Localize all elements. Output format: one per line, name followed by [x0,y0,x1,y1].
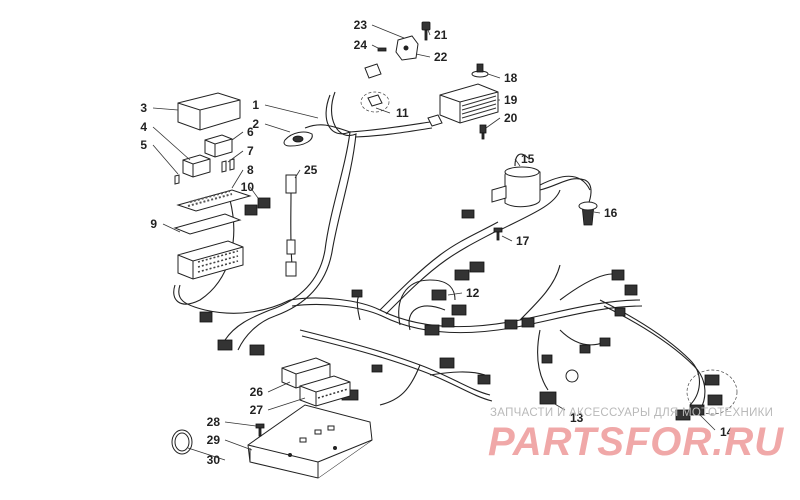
callout-8: 8 [247,163,254,177]
callout-29: 29 [207,433,221,447]
main-harness-wires [173,91,706,411]
callout-30: 30 [207,453,221,467]
part-10-connector [244,197,271,216]
part-29-tray [247,404,373,479]
callout-18: 18 [504,71,518,85]
callout-numbers: 1 2 3 4 5 6 7 8 9 10 11 12 13 14 15 16 1… [140,18,733,467]
callout-4: 4 [140,120,147,134]
callout-5: 5 [140,138,147,152]
part-24-screw [377,47,387,52]
part-6-relay [204,134,233,158]
callout-26: 26 [250,385,264,399]
callout-22: 22 [434,50,448,64]
callout-9: 9 [150,217,157,231]
part-2-grommet [283,131,313,147]
part-22-bracket [395,35,419,61]
part-20-bolt [479,124,487,140]
callout-17: 17 [516,234,530,248]
callout-11: 11 [396,106,409,120]
part-7-fuse [221,158,235,173]
callout-23: 23 [354,18,368,32]
callout-28: 28 [207,415,221,429]
callout-1: 1 [252,98,259,112]
callout-24: 24 [354,38,368,52]
callout-3: 3 [140,101,147,115]
callout-19: 19 [504,93,518,107]
watermark: ЗАПЧАСТИ И АКСЕССУАРЫ ДЛЯ МОТОТЕХНИКИ PA… [488,407,784,464]
part-13-connectors [504,269,638,405]
part-28-screw [255,423,265,437]
part-8-fuse-panel [176,189,252,212]
misc-connectors [199,209,491,401]
part-21-bolt [421,21,431,41]
callout-2: 2 [252,117,259,131]
part-15-ignition-coil [491,153,541,208]
leader-lines [152,24,716,461]
callout-10: 10 [241,180,255,194]
callout-15: 15 [521,152,535,166]
callout-13: 13 [570,411,584,425]
part-9-fuse-block [173,213,244,280]
part-12-connectors [424,261,485,369]
part-19-regulator [439,83,499,124]
callout-14: 14 [720,425,734,439]
callout-21: 21 [434,28,448,42]
watermark-logo: PARTSFOR.RU [488,420,784,464]
callout-25: 25 [304,163,318,177]
part-30-strap [171,429,193,455]
part-16-spark-cap [539,178,598,226]
part-18-washer [471,63,489,78]
part-25-sensor [285,174,297,277]
callout-12: 12 [466,286,480,300]
part-3-relay-cover [177,92,241,131]
part-17-screw [493,227,503,241]
callout-7: 7 [247,144,254,158]
callout-27: 27 [250,403,264,417]
part-4-relay [174,154,211,185]
callout-20: 20 [504,111,518,125]
callout-6: 6 [247,125,254,139]
part-11-connector [360,63,443,127]
part-14-connectors [675,369,738,421]
watermark-caption: ЗАПЧАСТИ И АКСЕССУАРЫ ДЛЯ МОТОТЕХНИКИ [490,407,773,419]
callout-16: 16 [604,206,618,220]
